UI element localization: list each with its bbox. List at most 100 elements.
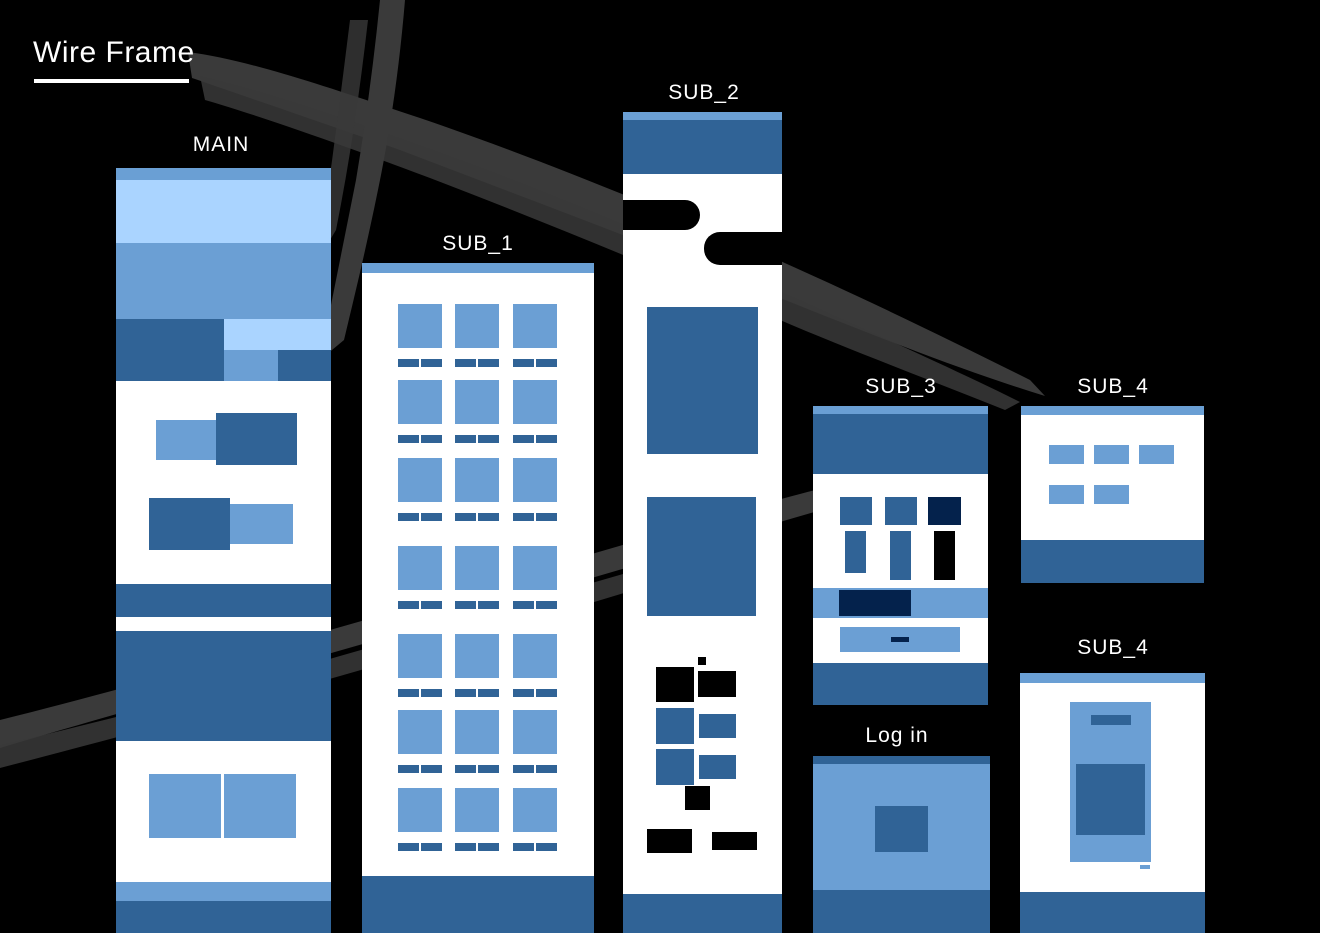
sub2-tile-2 — [698, 671, 736, 697]
main-footer-top — [116, 882, 331, 901]
sub1-grid-item-caption — [478, 359, 499, 367]
login-top-bar — [813, 756, 990, 764]
sub1-grid-item-caption — [455, 601, 476, 609]
sub1-grid-item-caption — [455, 689, 476, 697]
sub3-bar-2 — [890, 531, 911, 580]
sub1-grid-item-image — [513, 634, 557, 678]
sub3-bar-1 — [845, 531, 866, 573]
sub2-top-bar — [623, 112, 782, 120]
sub2-pill-left — [623, 200, 700, 230]
sub4a-chip-1 — [1049, 445, 1084, 464]
sub1-grid-item-caption — [421, 765, 442, 773]
sub1-grid-item-image — [455, 380, 499, 424]
frame-label-sub1: SUB_1 — [442, 232, 514, 255]
sub1-grid-item-image — [398, 380, 442, 424]
sub1-grid-item-image — [513, 788, 557, 832]
sub1-grid-item-caption — [513, 765, 534, 773]
sub1-grid-item-image — [398, 458, 442, 502]
sub1-grid-item-image — [513, 546, 557, 590]
sub4b-panel-image — [1076, 764, 1145, 835]
sub3-top-bar — [813, 406, 988, 414]
sub2-tile-7 — [685, 786, 710, 810]
sub1-grid-item-caption — [513, 843, 534, 851]
sub1-grid-item-caption — [398, 513, 419, 521]
sub1-grid-item-caption — [455, 765, 476, 773]
sub2-tile-5 — [656, 749, 694, 785]
main-hero-light — [116, 180, 331, 243]
sub1-grid-item-caption — [536, 765, 557, 773]
sub1-grid-item-caption — [398, 359, 419, 367]
sub1-grid-item-image — [398, 710, 442, 754]
sub1-grid-item-caption — [513, 601, 534, 609]
sub1-grid-item-caption — [478, 513, 499, 521]
sub1-grid-item-caption — [455, 359, 476, 367]
login-form-box — [875, 806, 928, 852]
sub4a-chip-2 — [1094, 445, 1129, 464]
sub2-tile-3 — [656, 708, 694, 744]
sub1-grid-item-caption — [421, 843, 442, 851]
sub2-image-1 — [647, 307, 758, 454]
sub1-grid-item-caption — [536, 359, 557, 367]
sub2-tile-1 — [656, 667, 694, 702]
sub1-grid-item-caption — [536, 689, 557, 697]
sub1-grid-item-image — [455, 634, 499, 678]
sub1-grid-item-image — [398, 634, 442, 678]
frame-label-sub2: SUB_2 — [668, 81, 740, 104]
sub1-grid-item-caption — [398, 601, 419, 609]
main-strip — [116, 584, 331, 617]
sub3-option-3 — [928, 497, 961, 525]
sub1-grid-item-caption — [513, 435, 534, 443]
main-gallery-right — [224, 774, 296, 838]
wireframe-sub4-bottom — [1020, 673, 1205, 933]
sub1-grid-item-image — [455, 546, 499, 590]
sub3-submit-marker — [891, 637, 909, 642]
sub1-grid-item-caption — [421, 689, 442, 697]
frame-label-main: MAIN — [192, 133, 250, 156]
title-underline — [34, 79, 189, 83]
wireframe-sub1 — [362, 263, 594, 933]
sub1-grid-item-image — [455, 304, 499, 348]
sub3-band-button — [839, 590, 911, 616]
sub1-grid-item-caption — [536, 435, 557, 443]
sub1-grid-item-caption — [478, 601, 499, 609]
sub2-pill-right — [704, 232, 782, 265]
sub1-grid-item-caption — [398, 689, 419, 697]
sub1-grid-item-caption — [536, 513, 557, 521]
wireframe-sub2 — [623, 112, 782, 933]
main-block-right-mid — [224, 350, 278, 381]
sub2-tile-4 — [699, 714, 736, 738]
sub1-top-bar — [362, 263, 594, 273]
sub1-grid-item-caption — [513, 513, 534, 521]
sub1-grid-item-caption — [455, 843, 476, 851]
sub3-option-1 — [840, 497, 872, 525]
sub1-grid-item-caption — [536, 843, 557, 851]
wireframe-sub3 — [813, 406, 988, 705]
frame-label-login: Log in — [865, 724, 929, 747]
sub4a-chip-3 — [1139, 445, 1174, 464]
sub4a-footer — [1021, 540, 1204, 583]
sub1-grid-item-image — [455, 458, 499, 502]
wireframe-main — [116, 168, 331, 933]
main-card-a-light — [156, 420, 221, 460]
sub2-header — [623, 120, 782, 174]
sub4a-chip-4 — [1049, 485, 1084, 504]
sub1-grid-item-caption — [421, 601, 442, 609]
sub2-image-2 — [647, 497, 756, 616]
wireframe-login — [813, 756, 990, 933]
sub1-grid-item-image — [455, 788, 499, 832]
sub1-grid-item-caption — [478, 689, 499, 697]
sub3-header — [813, 414, 988, 474]
wireframe-sub4-top — [1021, 406, 1204, 583]
sub1-grid-item-caption — [421, 435, 442, 443]
sub1-grid-item-caption — [455, 513, 476, 521]
main-footer — [116, 901, 331, 933]
sub1-grid-item-caption — [398, 435, 419, 443]
main-block-right-top — [224, 319, 331, 350]
sub1-grid-item-image — [513, 380, 557, 424]
sub1-grid-item-caption — [421, 513, 442, 521]
sub1-grid-item-caption — [398, 765, 419, 773]
sub4b-top-bar — [1020, 673, 1205, 683]
sub1-grid-item-image — [513, 304, 557, 348]
sub1-grid-item-caption — [478, 843, 499, 851]
sub3-footer — [813, 663, 988, 705]
